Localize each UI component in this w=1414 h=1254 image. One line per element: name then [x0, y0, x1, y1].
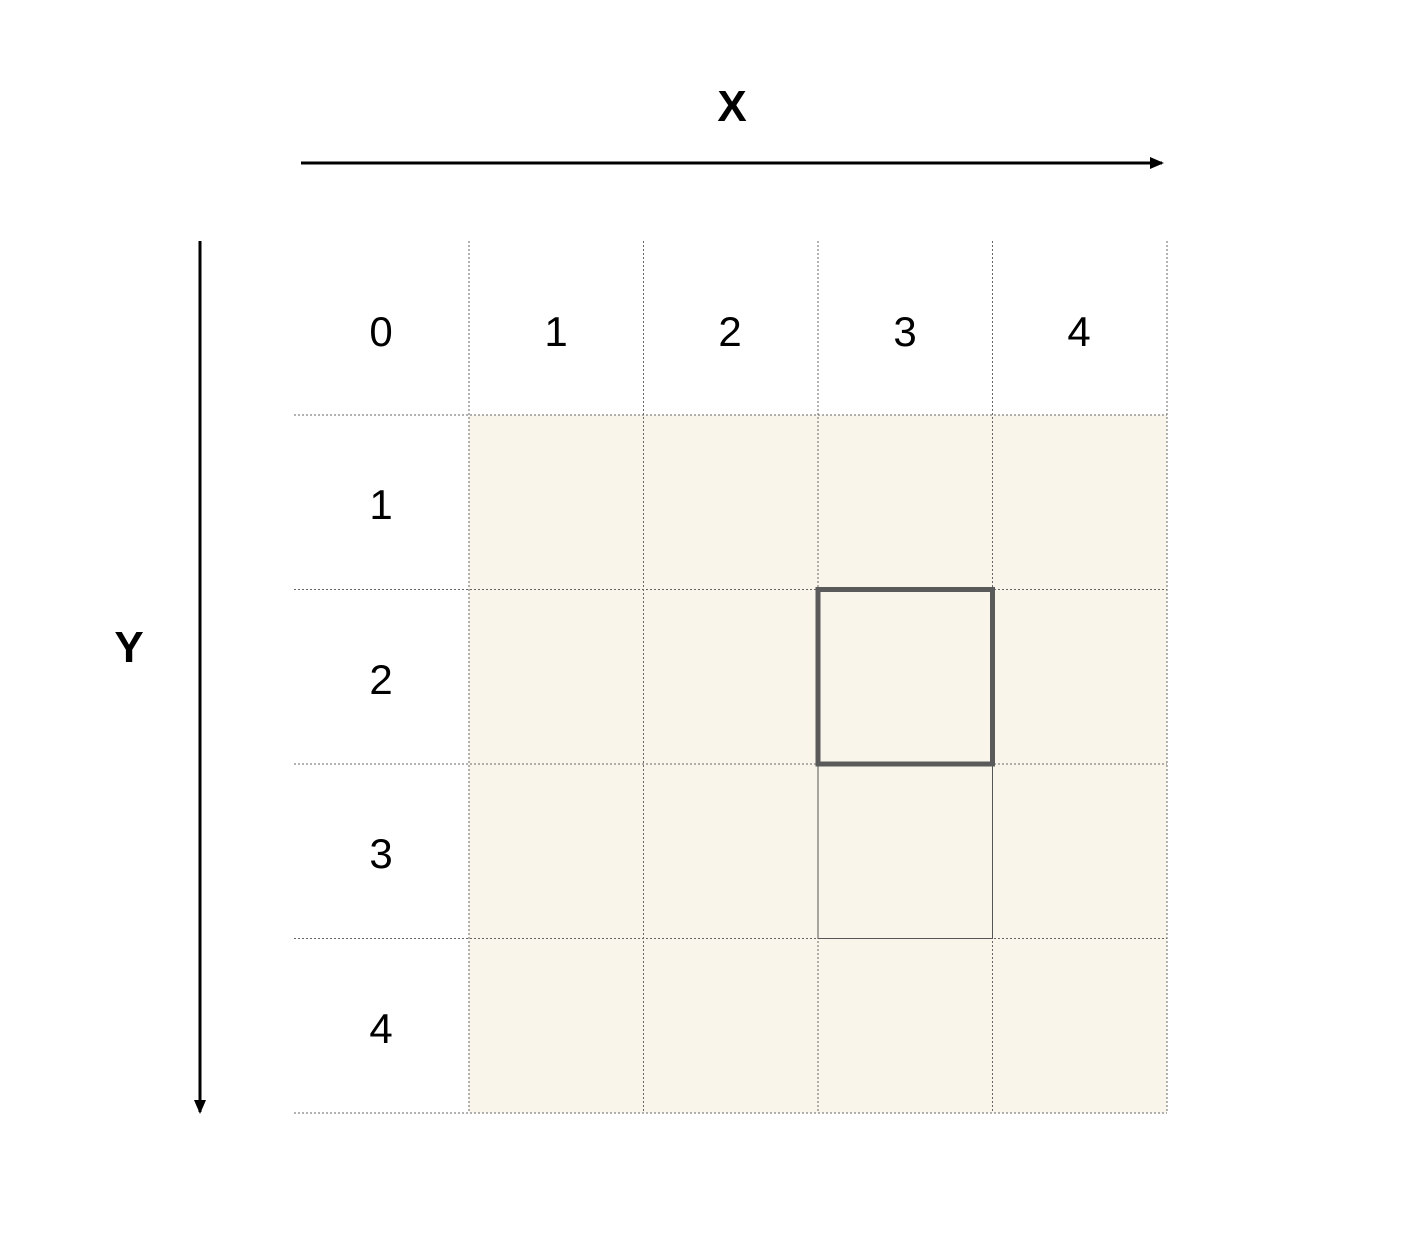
grid-cell-4-3: [992, 764, 1167, 939]
column-label-2: 2: [718, 308, 741, 355]
column-label-4: 4: [1067, 308, 1090, 355]
highlighted-cell: [815, 587, 995, 767]
column-labels: 0 1 2 3 4: [369, 308, 1090, 355]
grid-cell-4-4: [992, 938, 1167, 1113]
grid-cell-1-2: [469, 589, 644, 764]
row-label-1: 1: [369, 481, 392, 528]
grid-cell-1-3: [469, 764, 644, 939]
grid-cell-2-3: [643, 764, 818, 939]
grid-cell-2-4: [643, 938, 818, 1113]
grid-cell-4-2: [992, 589, 1167, 764]
grid-cell-3-3: [818, 764, 993, 939]
grid-cell-1-1: [469, 415, 644, 590]
grid-cell-3-1: [818, 415, 993, 590]
cell-marks: [815, 587, 995, 939]
grid-cells: [469, 415, 1167, 1113]
row-label-4: 4: [369, 1005, 392, 1052]
row-labels: 1 2 3 4: [369, 481, 392, 1052]
grid-cell-3-4: [818, 938, 993, 1113]
column-label-1: 1: [544, 308, 567, 355]
column-label-3: 3: [893, 308, 916, 355]
grid-cell-4-1: [992, 415, 1167, 590]
grid-lines: [294, 241, 1168, 1114]
grid-cell-2-1: [643, 415, 818, 590]
grid-cell-3-2: [818, 589, 993, 764]
y-axis-title: Y: [114, 623, 143, 672]
grid-cell-2-2: [643, 589, 818, 764]
x-axis-title: X: [717, 82, 746, 131]
column-label-0: 0: [369, 308, 392, 355]
grid-cell-1-4: [469, 938, 644, 1113]
row-label-3: 3: [369, 830, 392, 877]
row-label-2: 2: [369, 656, 392, 703]
